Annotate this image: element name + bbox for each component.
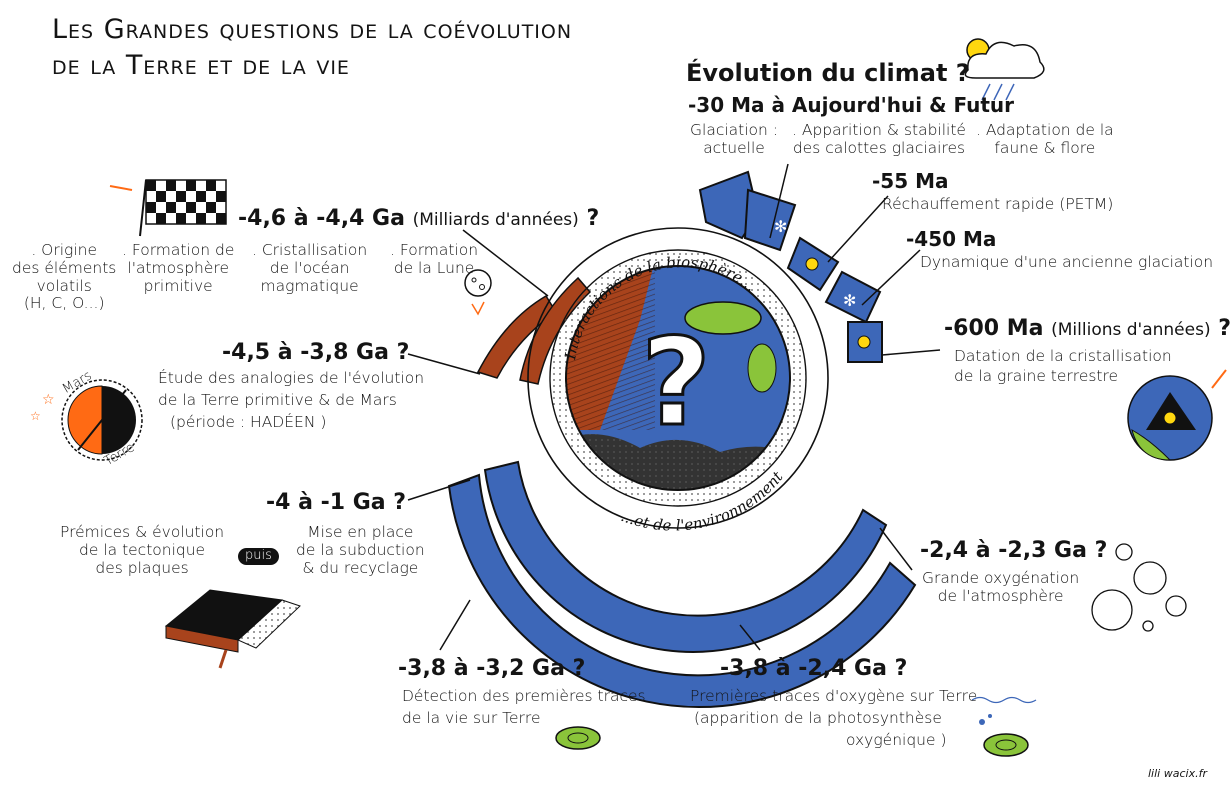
credit: lili wacix.fr <box>1148 767 1207 780</box>
checkered-flag-icon <box>109 179 227 237</box>
central-question-mark: ? <box>641 314 711 453</box>
snowflake-icon: ✻ <box>774 217 787 236</box>
climate-55ma-date: -55 Ma <box>872 169 949 193</box>
snowflake-icon: ✻ <box>843 291 856 310</box>
hadean-arc-outer <box>476 294 558 379</box>
ga46-heading: -4,6 à -4,4 Ga (Milliards d'années) ? <box>238 206 600 231</box>
svg-text:☆: ☆ <box>30 409 41 423</box>
ga38a-line2: de la vie sur Terre <box>402 709 541 727</box>
timeline-arc-inner <box>483 460 888 653</box>
bacteria-icon <box>971 696 1037 757</box>
green-continent <box>684 301 762 335</box>
ga45-line1: Étude des analogies de l'évolution <box>158 369 425 387</box>
earth-cross-section-icon <box>1127 369 1227 461</box>
climate-450ma-text: Dynamique d'une ancienne glaciation <box>920 253 1214 271</box>
climate-heading: Évolution du climat ? <box>686 59 970 87</box>
climate-item-1: Glaciation :actuelle <box>690 121 778 157</box>
sun-icon <box>805 257 819 271</box>
ma600-heading: -600 Ma (Millions d'années) ? <box>944 316 1232 341</box>
ga38a-line1: Détection des premières traces <box>402 687 646 705</box>
ga4-heading: -4 à -1 Ga ? <box>266 490 407 515</box>
climate-450ma-date: -450 Ma <box>906 227 997 251</box>
ga38b-line2: (apparition de la photosynthèse <box>694 709 942 727</box>
ga45-line3: (période : HADÉEN ) <box>170 413 327 431</box>
bacteria-icon <box>555 726 601 750</box>
ga38a-heading: -3,8 à -3,2 Ga ? <box>398 656 586 681</box>
ga38b-heading: -3,8 à -2,4 Ga ? <box>720 656 908 681</box>
page-title-line2: de la Terre et de la vie <box>52 50 350 81</box>
ga38b-line1: Premières traces d'oxygène sur Terre <box>690 687 978 705</box>
mars-earth-disc-icon: ☆ ☆ <box>30 379 143 461</box>
ma600-line2: de la graine terrestre <box>954 367 1119 385</box>
svg-text:☆: ☆ <box>42 392 55 408</box>
timeline-arc-outer <box>447 473 917 709</box>
ga45-line2: de la Terre primitive & de Mars <box>158 391 397 409</box>
ga38b-line3: oxygénique ) <box>846 731 947 749</box>
atmosphere-ring <box>527 227 829 529</box>
climate-period: -30 Ma à Aujourd'hui & Futur <box>688 93 1015 117</box>
climate-55ma-text: Réchauffement rapide (PETM) <box>882 195 1114 213</box>
moon-icon <box>464 269 492 316</box>
tectonic-plates-icon <box>164 589 301 669</box>
sun-cloud-icon <box>964 38 1045 101</box>
oxygen-bubbles-icon <box>1091 543 1187 632</box>
sun-icon <box>857 335 871 349</box>
ga24-heading: -2,4 à -2,3 Ga ? <box>920 538 1108 563</box>
ga45-heading: -4,5 à -3,8 Ga ? <box>222 340 410 365</box>
page-title-line1: Les Grandes questions de la coévolution <box>52 14 573 45</box>
leader-lines <box>407 163 941 651</box>
puis-badge: puis <box>238 548 279 565</box>
ma600-line1: Datation de la cristallisation <box>954 347 1172 365</box>
